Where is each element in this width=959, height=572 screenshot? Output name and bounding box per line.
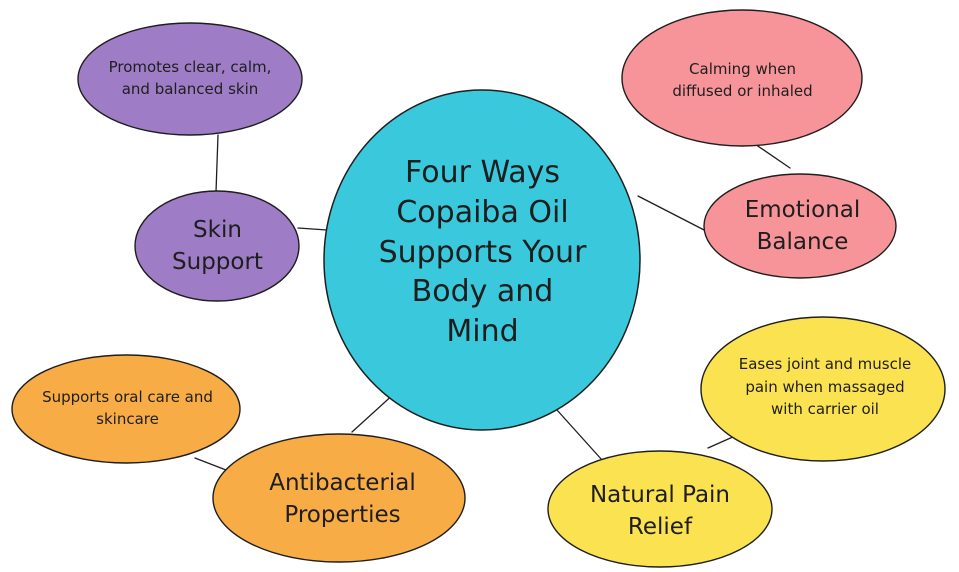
center-bubble (323, 89, 641, 431)
skin-branch-bubble (134, 190, 300, 302)
connector-emotional-detail (751, 141, 791, 169)
emotional-detail-label: Calming when diffused or inhaled (672, 59, 813, 101)
pain-branch-label: Natural Pain Relief (589, 481, 731, 540)
antibacterial-detail-bubble (11, 354, 241, 464)
skin-detail-bubble (77, 22, 303, 136)
antibacterial-branch-label: Antibacterial Properties (269, 469, 416, 528)
connector-antibacterial-center (351, 391, 397, 433)
emotional-detail-bubble (621, 9, 863, 147)
emotional-branch-label: Emotional Balance (744, 196, 861, 255)
antibacterial-detail-label: Supports oral care and skincare (42, 387, 213, 429)
skin-detail-label: Promotes clear, calm, and balanced skin (108, 57, 272, 99)
connector-skin-center (297, 227, 328, 231)
connector-emotional-center (637, 195, 709, 233)
connector-antibacterial-detail (194, 457, 227, 471)
antibacterial-branch-bubble (212, 433, 466, 563)
connector-skin-detail (215, 134, 219, 193)
connector-pain-detail (707, 435, 736, 449)
center-title: Four Ways Copaiba Oil Supports Your Body… (378, 154, 587, 350)
pain-detail-bubble (700, 316, 946, 462)
pain-detail-label: Eases joint and muscle pain when massage… (738, 355, 912, 419)
pain-branch-bubble (547, 450, 773, 568)
skin-branch-label: Skin Support (172, 216, 263, 275)
emotional-branch-bubble (703, 173, 897, 279)
